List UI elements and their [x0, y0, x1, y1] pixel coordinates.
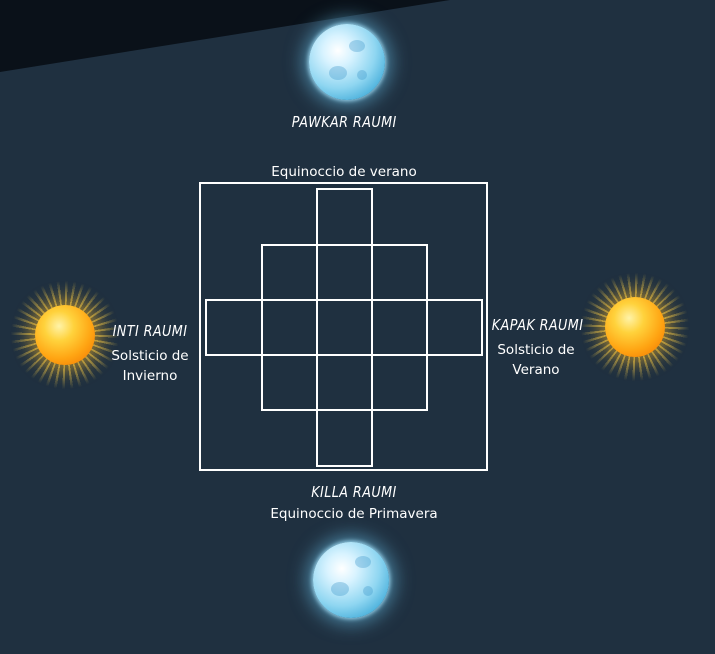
sun-icon-left: [10, 280, 120, 390]
killa-raumi-desc: Equinoccio de Primavera: [270, 506, 438, 522]
cross-horizontal-arm: [205, 299, 483, 356]
kapak-raumi-label: KAPAK RAUMI: [491, 316, 584, 334]
kapak-desc-line2: Verano: [512, 362, 560, 378]
inti-raumi-label: INTI RAUMI: [112, 322, 188, 340]
inti-desc-line2: Invierno: [122, 368, 178, 384]
pawkar-raumi-label: PAWKAR RAUMI: [291, 113, 397, 131]
dark-corner-band: [0, 0, 450, 72]
sun-icon-right: [580, 272, 690, 382]
inti-raumi-desc: Solsticio de Invierno: [100, 346, 200, 386]
cross-vertical-arm: [316, 188, 373, 467]
box-top-label: Equinoccio de verano: [271, 164, 417, 180]
moon-icon-top: [309, 24, 385, 100]
inti-desc-line1: Solsticio de: [111, 348, 189, 364]
kapak-desc-line1: Solsticio de: [497, 342, 575, 358]
outer-frame: [199, 182, 488, 471]
kapak-raumi-desc: Solsticio de Verano: [486, 340, 586, 380]
inner-square: [261, 244, 428, 411]
killa-raumi-label: KILLA RAUMI: [311, 483, 397, 501]
moon-icon-bottom: [313, 542, 389, 618]
